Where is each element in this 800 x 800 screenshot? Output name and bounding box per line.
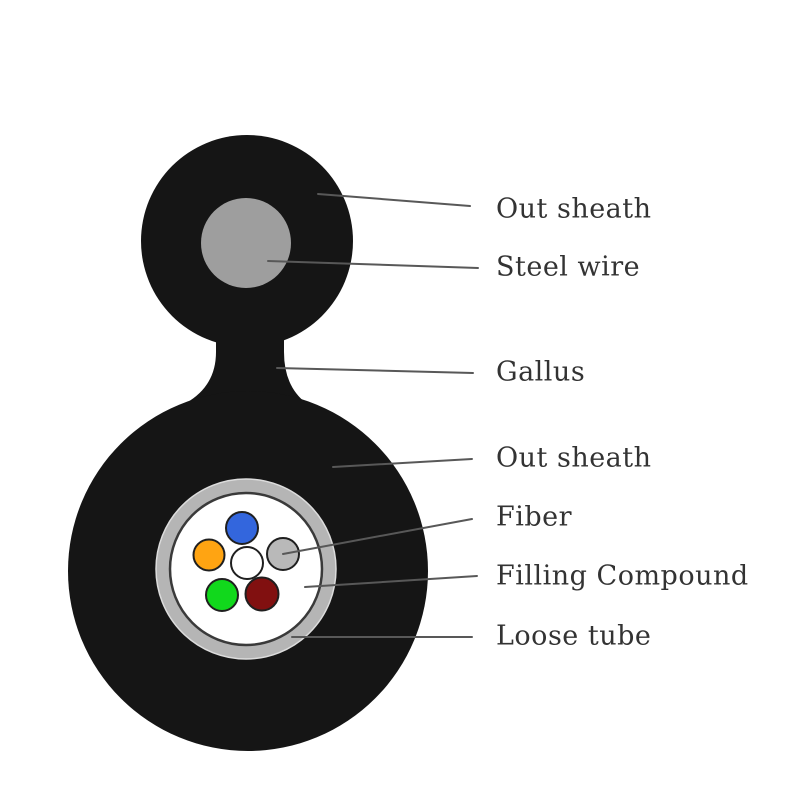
fiber-dot-green bbox=[205, 578, 239, 612]
label-out-sheath-top: Out sheath bbox=[496, 194, 652, 225]
leader-line-out-sheath-bottom bbox=[332, 458, 473, 468]
gallus-neck bbox=[186, 300, 306, 403]
label-loose-tube: Loose tube bbox=[496, 621, 651, 652]
fiber-dot-orange bbox=[192, 538, 226, 572]
fiber-dot-blue bbox=[225, 511, 259, 545]
label-gallus: Gallus bbox=[496, 357, 585, 388]
label-fiber: Fiber bbox=[496, 502, 572, 533]
leader-line-fiber bbox=[282, 518, 473, 555]
leader-line-filling-compound bbox=[304, 575, 478, 588]
leader-line-gallus bbox=[276, 367, 474, 374]
steel-wire-circle bbox=[201, 198, 291, 288]
leader-line-steel-wire bbox=[267, 260, 479, 269]
label-steel-wire: Steel wire bbox=[496, 252, 640, 283]
label-filling-compound: Filling Compound bbox=[496, 561, 749, 592]
leader-line-out-sheath-top bbox=[317, 193, 471, 207]
fiber-dot-dark-red bbox=[244, 576, 280, 612]
label-out-sheath-bottom: Out sheath bbox=[496, 443, 652, 474]
center-filler-dot bbox=[230, 546, 264, 580]
